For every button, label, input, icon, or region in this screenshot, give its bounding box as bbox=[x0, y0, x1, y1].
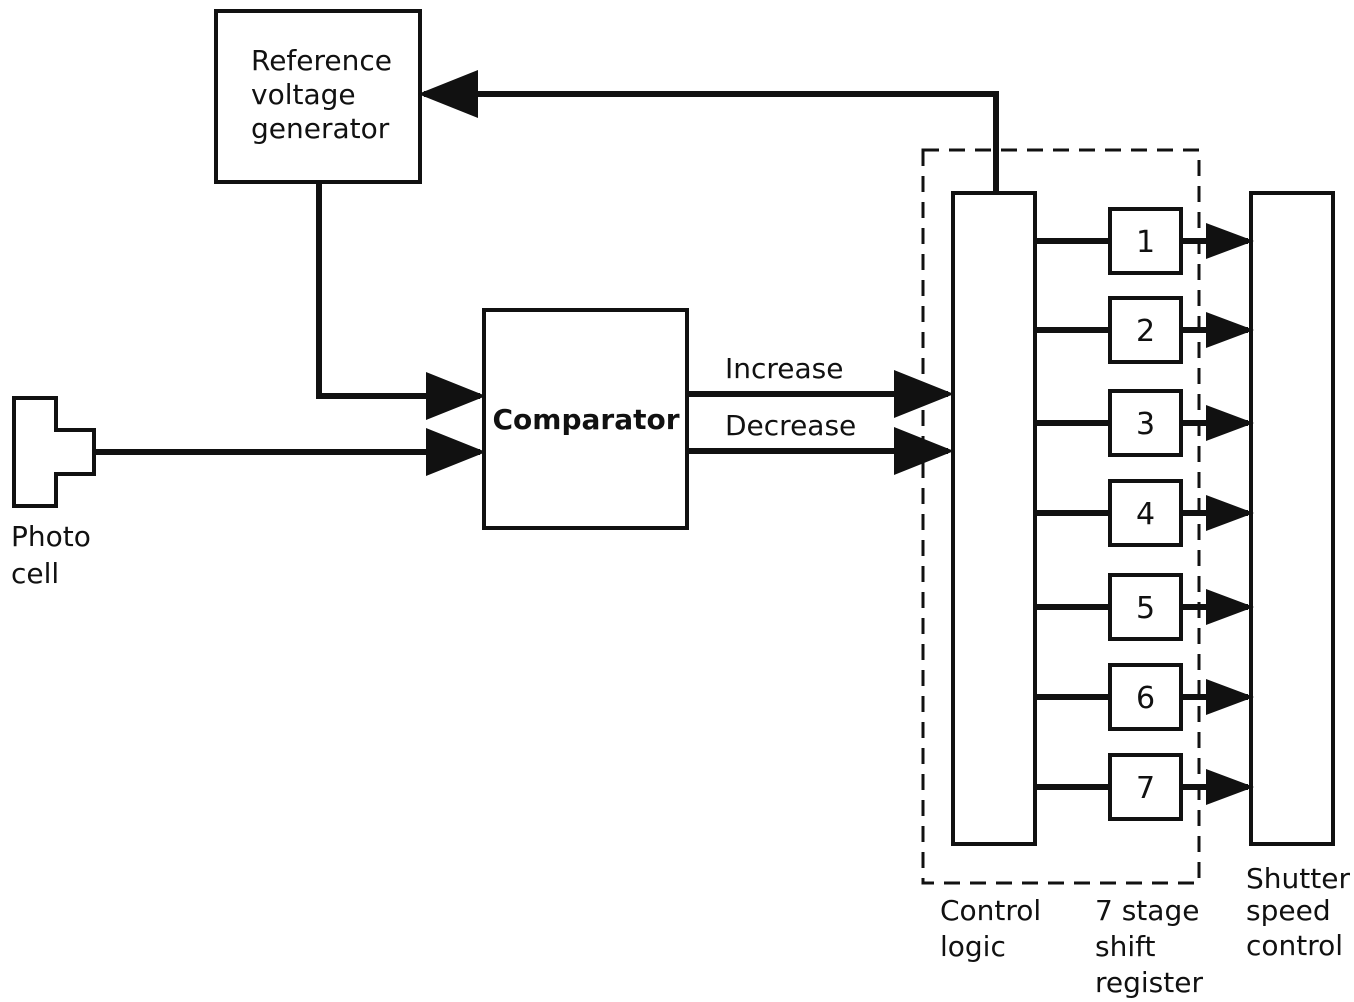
stage-number: 4 bbox=[1136, 497, 1155, 532]
stage-number: 6 bbox=[1136, 681, 1155, 716]
shift-stage-7: 7 bbox=[1035, 753, 1254, 821]
reference-label-line-2: voltage bbox=[251, 78, 356, 111]
reference-label-line-3: generator bbox=[251, 112, 390, 145]
shutter-speed-control-block bbox=[1249, 191, 1335, 846]
stage-number: 7 bbox=[1136, 771, 1155, 806]
shift-register-stages: 1 2 3 4 5 6 7 bbox=[1035, 207, 1254, 821]
stage-number: 3 bbox=[1136, 407, 1155, 442]
decrease-label: Decrease bbox=[725, 409, 856, 442]
control-logic-label-line-2: logic bbox=[940, 930, 1006, 963]
comparator-label: Comparator bbox=[492, 403, 679, 436]
shift-register-label-line-2: shift bbox=[1095, 930, 1155, 963]
shutter-label-line-3: control bbox=[1246, 929, 1343, 962]
photo-cell-label-line-1: Photo bbox=[11, 520, 91, 553]
stage-number: 1 bbox=[1136, 225, 1155, 260]
shift-stage-1: 1 bbox=[1035, 207, 1254, 275]
photo-cell-label-line-2: cell bbox=[11, 557, 59, 590]
shift-stage-6: 6 bbox=[1035, 663, 1254, 731]
comparator-block: Comparator bbox=[482, 308, 689, 530]
shift-register-label-line-1: 7 stage bbox=[1095, 894, 1199, 927]
control-logic-block bbox=[951, 191, 1037, 846]
stage-number: 2 bbox=[1136, 314, 1155, 349]
increase-label: Increase bbox=[725, 352, 844, 385]
stage-number: 5 bbox=[1136, 591, 1155, 626]
shift-stage-4: 4 bbox=[1035, 479, 1254, 547]
stage-box bbox=[1108, 389, 1183, 457]
feedback-line bbox=[418, 70, 999, 193]
reference-voltage-generator-block: Reference voltage generator bbox=[214, 9, 422, 184]
logic-boundary-dashed bbox=[921, 148, 1201, 885]
shutter-label-line-1: Shutter bbox=[1246, 862, 1350, 895]
photo-cell-icon bbox=[12, 396, 96, 508]
shift-stage-3: 3 bbox=[1035, 389, 1254, 457]
shift-register-label-line-3: register bbox=[1095, 966, 1203, 999]
shutter-label-line-2: speed bbox=[1246, 894, 1331, 927]
shift-stage-2: 2 bbox=[1035, 296, 1254, 364]
control-logic-label-line-1: Control bbox=[940, 894, 1041, 927]
stage-box bbox=[1108, 753, 1183, 821]
reference-to-comparator-line bbox=[316, 182, 486, 420]
reference-label-line-1: Reference bbox=[251, 44, 392, 77]
shift-stage-5: 5 bbox=[1035, 573, 1254, 641]
